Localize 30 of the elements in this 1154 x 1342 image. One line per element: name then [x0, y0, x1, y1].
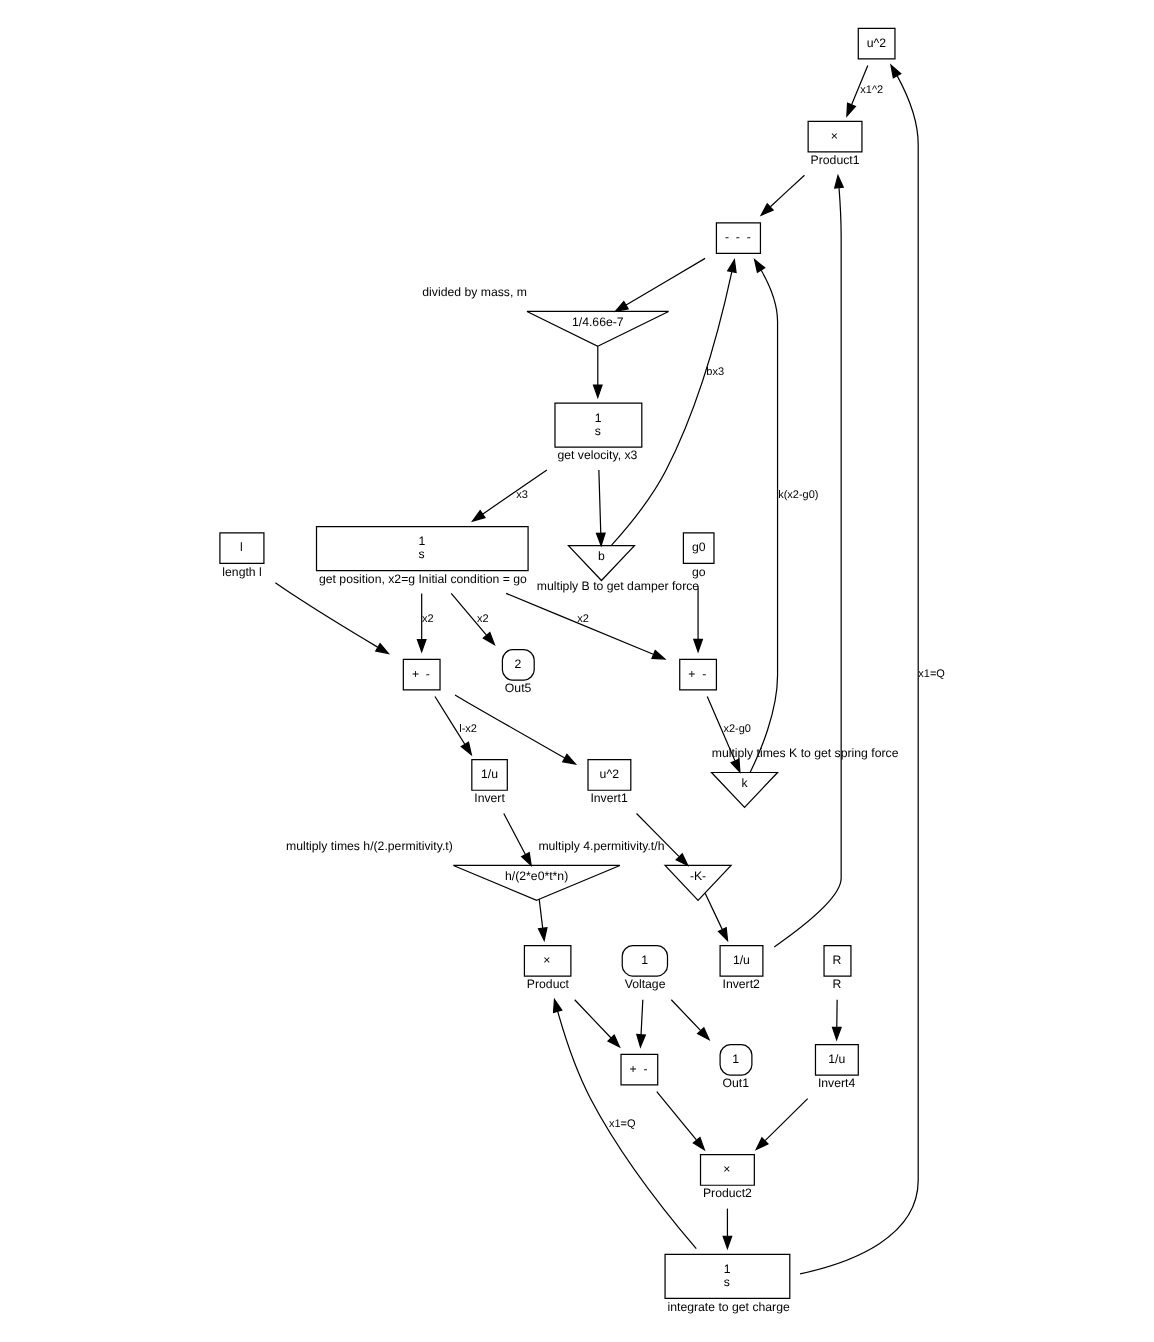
arrow: [722, 1208, 733, 1251]
arrow: [274, 582, 391, 655]
arrow: [635, 999, 647, 1049]
arrow: [670, 999, 711, 1041]
arrow: [454, 694, 578, 765]
arrow: [611, 257, 737, 546]
arrow: [773, 173, 845, 948]
arrow: [505, 592, 667, 660]
arrow: [704, 892, 729, 943]
arrow: [471, 469, 548, 523]
arrow: [592, 346, 603, 400]
arrow: [595, 469, 606, 548]
arrow: [656, 1090, 706, 1152]
arrow: [749, 258, 779, 773]
arrow: [537, 898, 548, 943]
arrow: [416, 592, 427, 654]
arrow: [635, 812, 690, 867]
arrow: [799, 63, 919, 1275]
arrow: [613, 257, 706, 313]
arrow: [692, 586, 704, 654]
arrow: [754, 1097, 809, 1151]
arrow: [574, 999, 621, 1049]
arrow: [706, 695, 741, 774]
arrow: [831, 999, 842, 1042]
arrow: [434, 695, 473, 757]
arrow: [503, 812, 532, 868]
arrow: [552, 997, 697, 1250]
arrow: [846, 64, 869, 118]
arrow: [759, 174, 806, 217]
arrow: [450, 592, 496, 647]
